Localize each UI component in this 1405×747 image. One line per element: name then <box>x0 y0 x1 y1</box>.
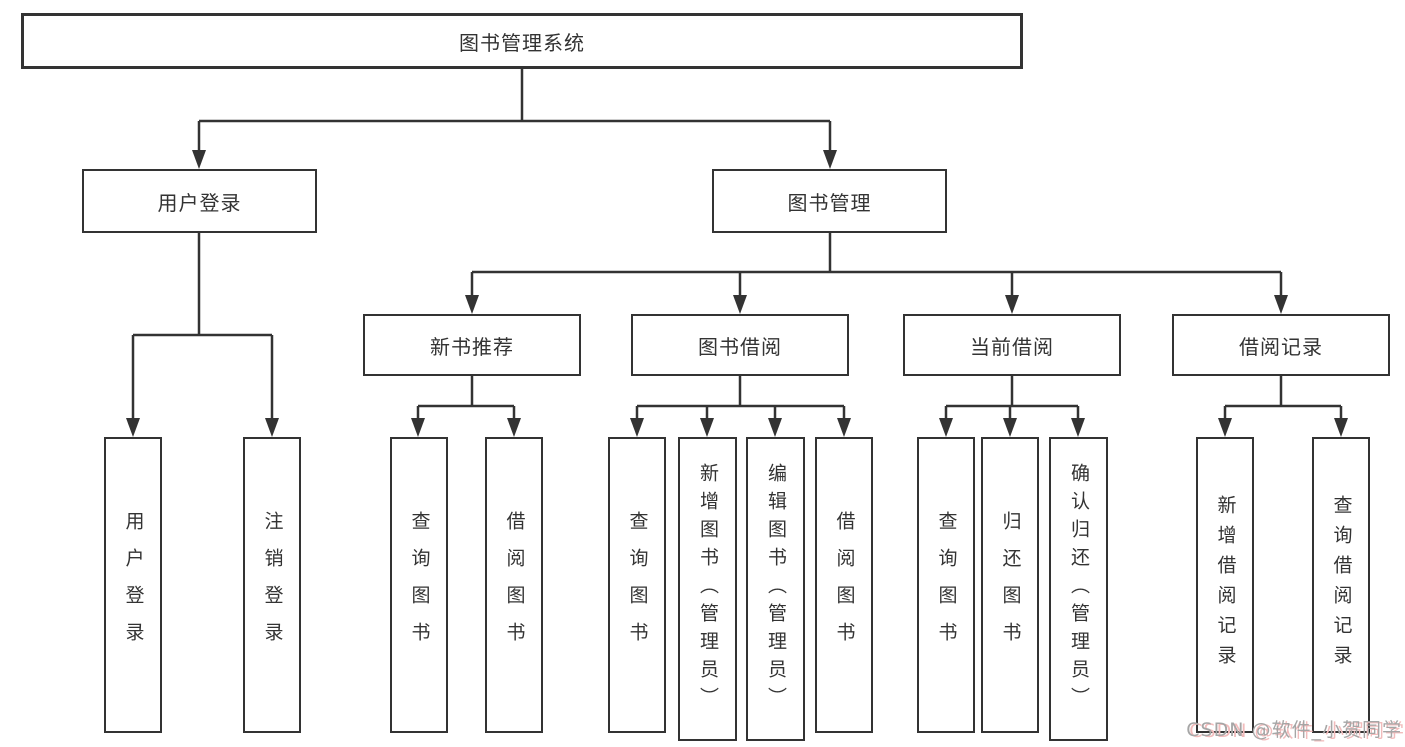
leaf-borrow-query-book: 查询图书 <box>608 437 666 733</box>
leaf-borrow-edit-book-admin: 编辑图书（管理员） <box>746 437 805 741</box>
csdn-watermark: CSDN @软件_小贺同学 <box>1186 719 1402 741</box>
node-book-borrowing: 图书借阅 <box>631 314 849 376</box>
leaf-logout: 注销登录 <box>243 437 301 733</box>
leaf-user-login: 用户登录 <box>104 437 162 733</box>
leaf-current-query-book: 查询图书 <box>917 437 975 733</box>
leaf-recommend-query-book: 查询图书 <box>390 437 448 733</box>
leaf-records-add-record: 新增借阅记录 <box>1196 437 1254 733</box>
leaf-borrow-add-book-admin: 新增图书（管理员） <box>678 437 737 741</box>
leaf-recommend-borrow-book: 借阅图书 <box>485 437 543 733</box>
node-library-management-system: 图书管理系统 <box>21 13 1023 69</box>
node-current-borrowing: 当前借阅 <box>903 314 1121 376</box>
leaf-current-return-book: 归还图书 <box>981 437 1039 733</box>
node-borrowing-records: 借阅记录 <box>1172 314 1390 376</box>
node-user-login: 用户登录 <box>82 169 317 233</box>
leaf-borrow-borrow-book: 借阅图书 <box>815 437 873 733</box>
leaf-records-query-record: 查询借阅记录 <box>1312 437 1370 733</box>
node-new-book-recommendation: 新书推荐 <box>363 314 581 376</box>
node-book-management: 图书管理 <box>712 169 947 233</box>
leaf-current-confirm-return-admin: 确认归还（管理员） <box>1049 437 1108 741</box>
